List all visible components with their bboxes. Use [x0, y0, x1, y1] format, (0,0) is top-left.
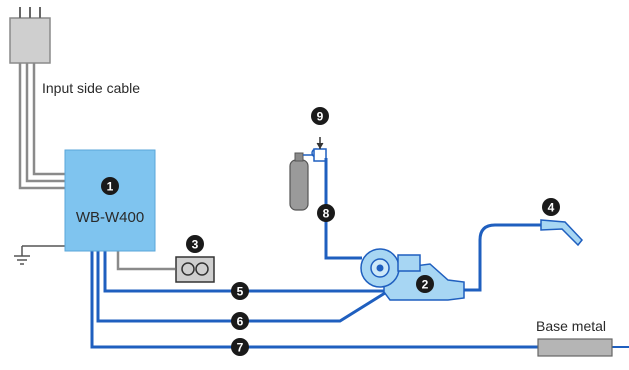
svg-text:8: 8	[323, 207, 330, 221]
remote-control-box	[175, 256, 215, 283]
svg-text:9: 9	[317, 110, 324, 124]
gas-hose-8	[324, 158, 362, 260]
cable-6	[96, 251, 386, 323]
svg-text:7: 7	[237, 341, 244, 355]
marker-8: 8	[317, 204, 335, 222]
marker-6: 6	[231, 312, 249, 330]
welder-power-source	[64, 149, 156, 252]
input-side-cable	[18, 63, 65, 190]
marker-4: 4	[542, 198, 560, 216]
svg-text:6: 6	[237, 315, 244, 329]
gas-regulator-icon	[303, 137, 327, 162]
input-side-cable-label: Input side cable	[42, 80, 140, 96]
marker-3: 3	[186, 235, 204, 253]
svg-text:5: 5	[237, 285, 244, 299]
remote-control-cable	[116, 251, 175, 271]
torch-cable	[455, 223, 542, 292]
svg-text:4: 4	[548, 201, 555, 215]
power-plug-icon	[9, 7, 51, 64]
cable-7	[90, 251, 538, 349]
base-metal-plate	[537, 338, 613, 357]
welder-model-label: WB-W400	[76, 209, 144, 226]
base-metal-label: Base metal	[536, 318, 606, 334]
marker-5: 5	[231, 282, 249, 300]
svg-text:1: 1	[107, 180, 114, 194]
marker-1: 1	[101, 177, 119, 195]
gas-cylinder	[289, 152, 309, 211]
svg-text:2: 2	[422, 278, 429, 292]
torch-icon	[540, 219, 583, 247]
marker-2: 2	[416, 275, 434, 293]
marker-9: 9	[311, 107, 329, 125]
marker-7: 7	[231, 338, 249, 356]
svg-text:3: 3	[192, 238, 199, 252]
cable-5	[103, 251, 385, 293]
ground-icon	[14, 245, 65, 265]
